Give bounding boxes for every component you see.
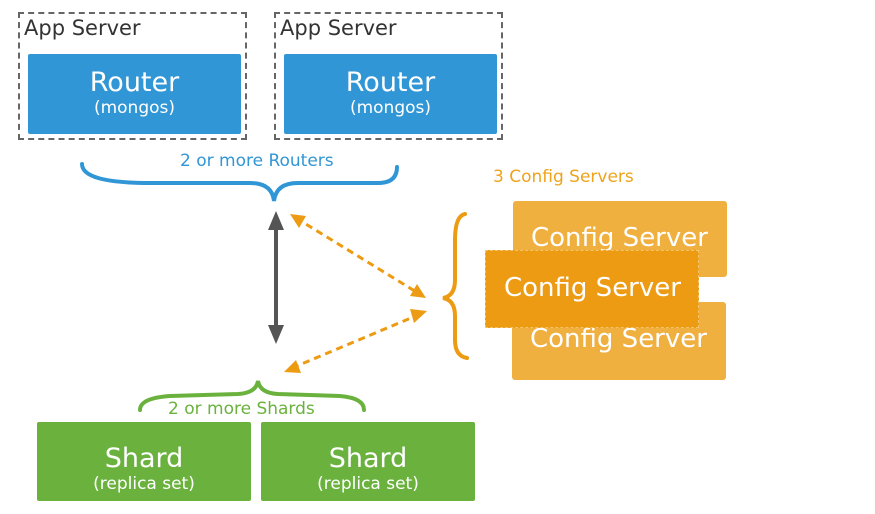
router-subtitle: (mongos) bbox=[93, 98, 176, 118]
router-subtitle: (mongos) bbox=[349, 98, 432, 118]
config-brace bbox=[442, 212, 469, 360]
routers-label: 2 or more Routers bbox=[180, 151, 334, 171]
shard-config-arrow bbox=[291, 313, 419, 370]
config-server-middle: Config Server bbox=[485, 250, 699, 328]
shard-subtitle: (replica set) bbox=[93, 474, 195, 494]
routers-brace bbox=[80, 162, 399, 202]
router-1: Router (mongos) bbox=[28, 54, 241, 134]
router-2: Router (mongos) bbox=[284, 54, 497, 134]
app-server-label: App Server bbox=[280, 16, 397, 40]
arrow-up-head bbox=[268, 211, 284, 230]
config-servers-label: 3 Config Servers bbox=[493, 167, 634, 187]
shards-brace bbox=[138, 380, 366, 412]
config-server-label: Config Server bbox=[530, 324, 707, 354]
shard-title: Shard bbox=[328, 443, 408, 474]
arrow-down-head bbox=[268, 325, 284, 344]
app-server-2: App Server Router (mongos) bbox=[274, 12, 503, 140]
router-title: Router bbox=[89, 67, 180, 98]
shard-config-arrowhead-b bbox=[410, 309, 427, 323]
shard-config-arrowhead-a bbox=[284, 360, 301, 373]
shard-title: Shard bbox=[104, 443, 184, 474]
app-server-1: App Server Router (mongos) bbox=[18, 12, 247, 140]
router-title: Router bbox=[345, 67, 436, 98]
config-server-label: Config Server bbox=[531, 223, 708, 253]
shard-1: Shard (replica set) bbox=[37, 422, 251, 501]
shard-subtitle: (replica set) bbox=[317, 474, 419, 494]
config-server-label: Config Server bbox=[504, 273, 681, 303]
router-config-arrowhead-a bbox=[290, 214, 306, 228]
router-config-arrowhead-b bbox=[410, 284, 426, 298]
shard-2: Shard (replica set) bbox=[261, 422, 475, 501]
shards-label: 2 or more Shards bbox=[168, 399, 315, 419]
app-server-label: App Server bbox=[24, 16, 141, 40]
router-config-arrow bbox=[295, 216, 419, 295]
